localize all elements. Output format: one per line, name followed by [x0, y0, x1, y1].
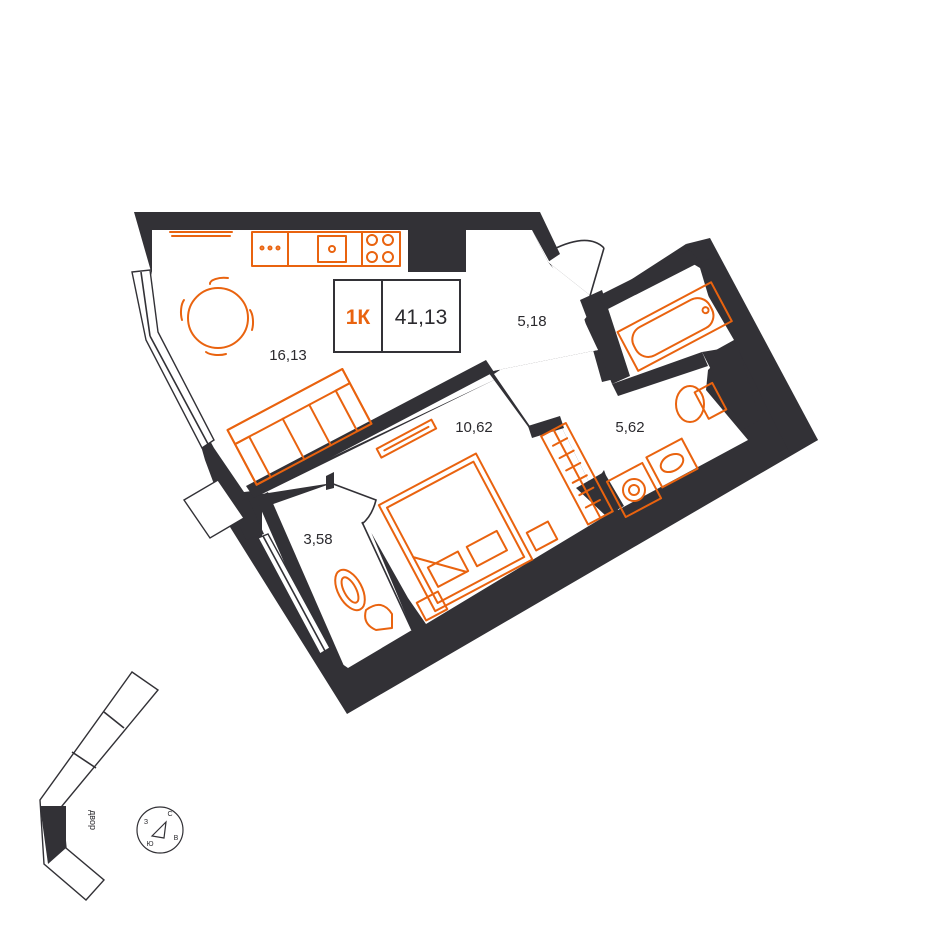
total-area-label: 41,13 [395, 306, 448, 329]
tv-stand [375, 418, 438, 459]
wardrobe [540, 422, 614, 526]
nightstand-right [525, 520, 559, 552]
sink [645, 437, 699, 489]
courtyard-label: двор [88, 810, 98, 830]
balcony-furniture [334, 568, 393, 631]
compass-arrow-icon [150, 820, 167, 839]
building-key-plan: двор [39, 671, 160, 901]
bathtub [616, 281, 733, 372]
washing-machine [605, 461, 663, 519]
compass-south: Ю [146, 841, 153, 848]
compass: С Ю З В [136, 806, 184, 854]
area-hallway: 5,18 [517, 313, 546, 330]
area-balcony: 3,58 [303, 531, 332, 548]
furniture [169, 231, 733, 631]
apartment-position-marker [40, 806, 66, 864]
room-area-labels: 16,13 5,18 10,62 5,62 3,58 [269, 313, 644, 548]
inner-walls [230, 230, 760, 672]
apartment-info-box: 1К 41,13 [333, 279, 461, 353]
compass-west: З [144, 819, 148, 826]
ac-box [182, 479, 246, 539]
compass-north: С [167, 811, 172, 818]
toilet [675, 381, 728, 423]
compass-east: В [174, 835, 179, 842]
doors [327, 239, 605, 631]
area-kitchen-living: 16,13 [269, 347, 307, 364]
area-bedroom: 10,62 [455, 419, 493, 436]
sofa [226, 367, 373, 486]
dining-table [179, 276, 255, 357]
area-bathroom: 5,62 [615, 419, 644, 436]
bed [377, 452, 534, 613]
nightstand-left [415, 590, 449, 622]
rooms-count-label: 1К [346, 306, 371, 329]
kitchen-counter [251, 231, 401, 267]
windows [131, 269, 331, 655]
